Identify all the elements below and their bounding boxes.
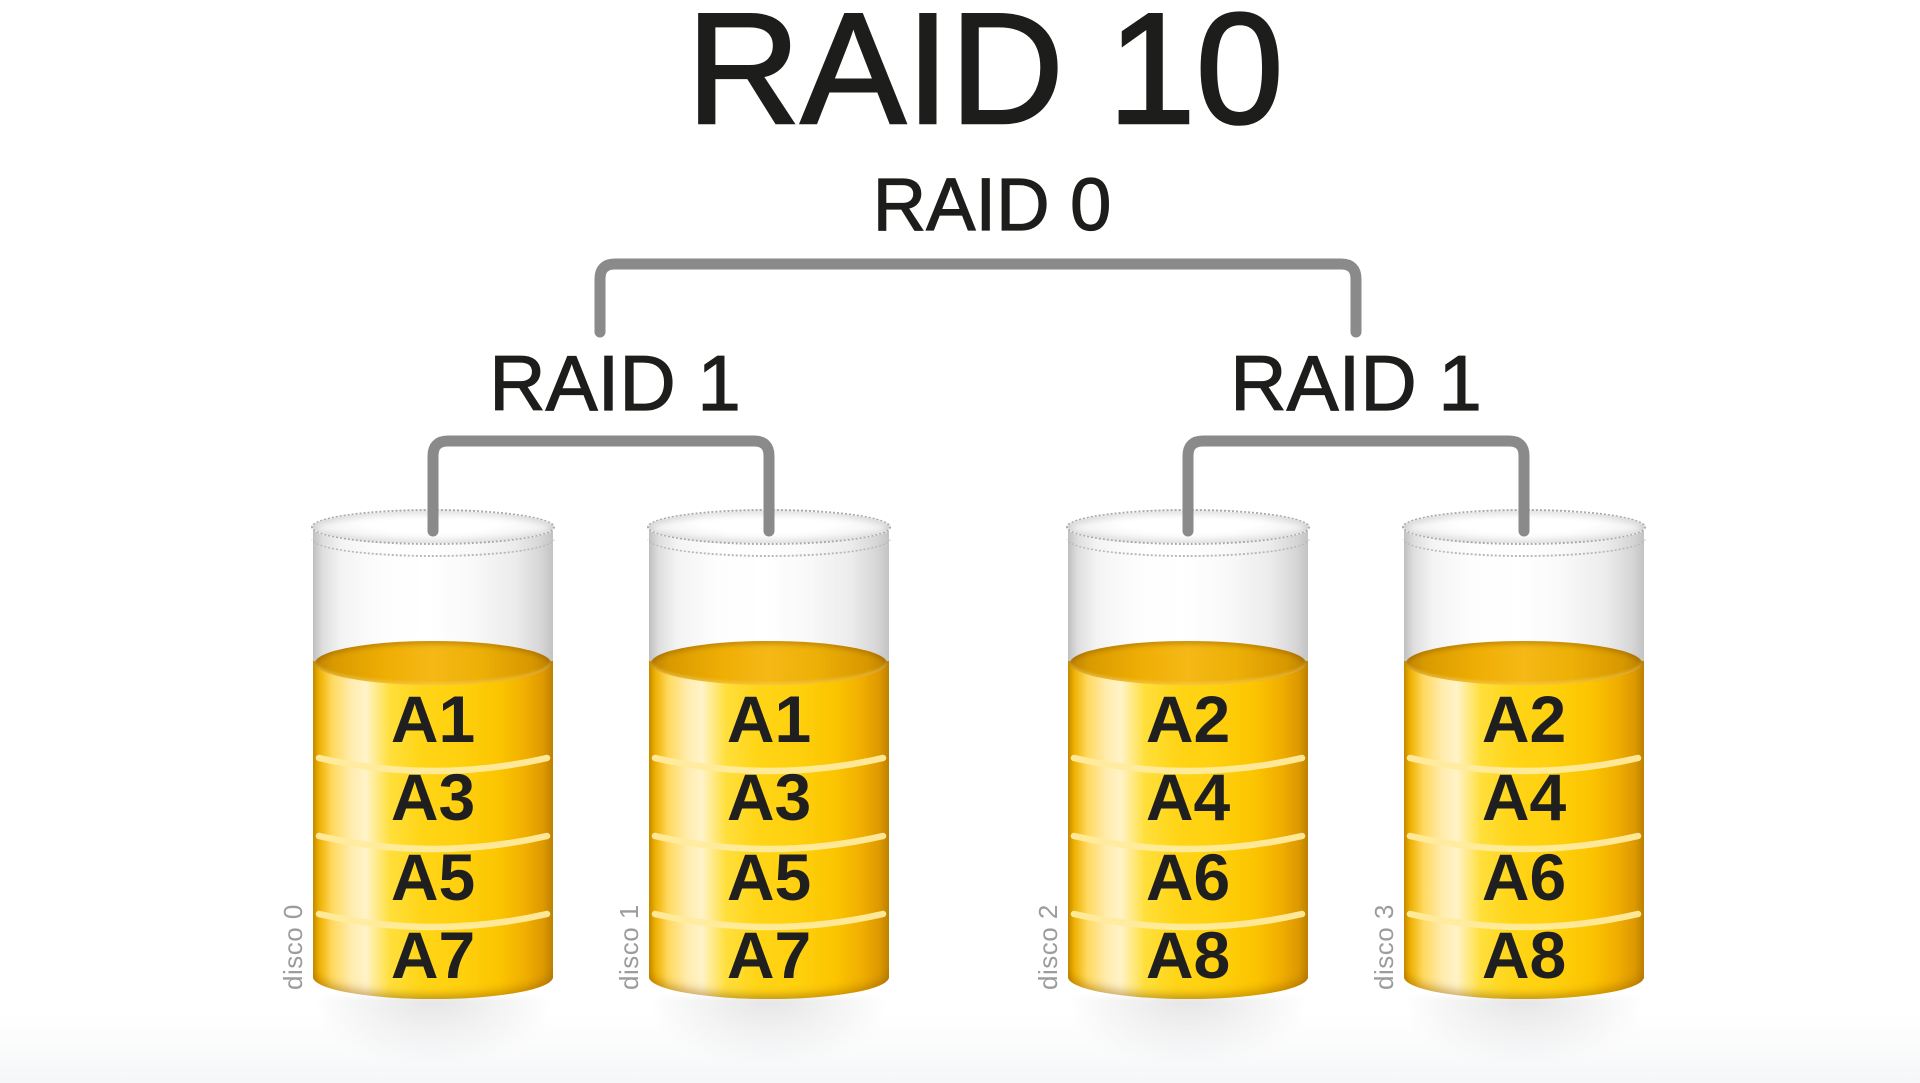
disk-cylinder-2: A2 A4 A6 A8 bbox=[1066, 505, 1310, 1083]
raid1-label-right: RAID 1 bbox=[1230, 339, 1483, 427]
stripe-block: A3 bbox=[390, 760, 476, 834]
disk-name-label: disco 1 bbox=[614, 904, 644, 990]
disk-reflection bbox=[1076, 997, 1300, 1061]
disk-top-rim bbox=[647, 509, 891, 545]
disk-data-region bbox=[1404, 661, 1644, 999]
disk-top-rim bbox=[1402, 509, 1646, 545]
disk-data-surface bbox=[1406, 641, 1642, 685]
disk-name-label: disco 0 bbox=[278, 904, 308, 990]
disk-reflection bbox=[321, 997, 545, 1061]
stripe-block: A4 bbox=[1481, 760, 1567, 834]
stripe-block: A6 bbox=[1481, 840, 1567, 914]
disk-reflection bbox=[657, 997, 881, 1061]
stripe-block: A8 bbox=[1481, 918, 1567, 992]
disk-name-label: disco 3 bbox=[1369, 904, 1399, 990]
disk-data-surface bbox=[315, 641, 551, 685]
stripe-block: A7 bbox=[726, 918, 812, 992]
raid1-label-left: RAID 1 bbox=[489, 339, 742, 427]
diagram-title: RAID 10 bbox=[685, 0, 1285, 157]
stripe-block: A5 bbox=[390, 840, 476, 914]
disk-data-surface bbox=[651, 641, 887, 685]
disk-data-surface bbox=[1070, 641, 1306, 685]
stripe-block: A8 bbox=[1145, 918, 1231, 992]
disk-cylinder-0: A1 A3 A5 A7 bbox=[311, 505, 555, 1083]
raid0-label: RAID 0 bbox=[872, 163, 1112, 246]
disk-reflection bbox=[1412, 997, 1636, 1061]
disk-data-region bbox=[649, 661, 889, 999]
disk-top-rim bbox=[311, 509, 555, 545]
stripe-block: A3 bbox=[726, 760, 812, 834]
disk-data-region bbox=[1068, 661, 1308, 999]
stripe-block: A2 bbox=[1145, 682, 1231, 756]
stripe-block: A4 bbox=[1145, 760, 1231, 834]
stripe-block: A1 bbox=[726, 682, 812, 756]
stripe-block: A1 bbox=[390, 682, 476, 756]
disk-top-rim bbox=[1066, 509, 1310, 545]
stripe-block: A5 bbox=[726, 840, 812, 914]
stripe-block: A2 bbox=[1481, 682, 1567, 756]
disk-name-label: disco 2 bbox=[1033, 904, 1063, 990]
disk-data-region bbox=[313, 661, 553, 999]
raid0-bracket bbox=[594, 258, 1362, 338]
stripe-block: A6 bbox=[1145, 840, 1231, 914]
disk-cylinder-1: A1 A3 A5 A7 bbox=[647, 505, 891, 1083]
disk-cylinder-3: A2 A4 A6 A8 bbox=[1402, 505, 1646, 1083]
stripe-block: A7 bbox=[390, 918, 476, 992]
